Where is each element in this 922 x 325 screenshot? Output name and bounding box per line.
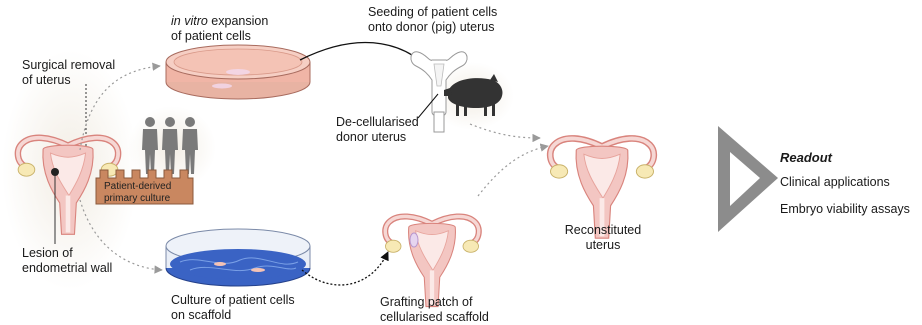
label-in-vitro-expansion: in vitro expansion of patient cells [171,14,268,44]
petri-dish-icon [166,45,310,99]
label-surgical-removal: Surgical removal of uterus [22,58,115,88]
label-primary-culture: Patient-derived primary culture [104,181,171,205]
label-seeding: Seeding of patient cells onto donor (pig… [368,5,497,35]
label-decellularised: De-cellularised donor uterus [336,115,419,145]
label-lesion: Lesion of endometrial wall [22,246,112,276]
grafted-uterus-icon [385,216,479,306]
label-reconstituted: Reconstituted uterus [556,223,650,253]
readout-item-embryo: Embryo viability assays [780,202,910,217]
arrow-graft-to-reconstituted [478,146,548,196]
label-grafting: Grafting patch of cellularised scaffold [380,295,489,325]
readout-item-clinical: Clinical applications [780,175,890,190]
label-culture-scaffold: Culture of patient cells on scaffold [171,293,295,323]
graft-patch [410,233,418,247]
arrow-scaffold-to-graft [302,252,388,285]
scaffold-dish-icon [166,229,310,286]
readout-triangle-icon [718,126,778,232]
lesion-marker [51,168,59,176]
readout-title: Readout [780,150,832,165]
